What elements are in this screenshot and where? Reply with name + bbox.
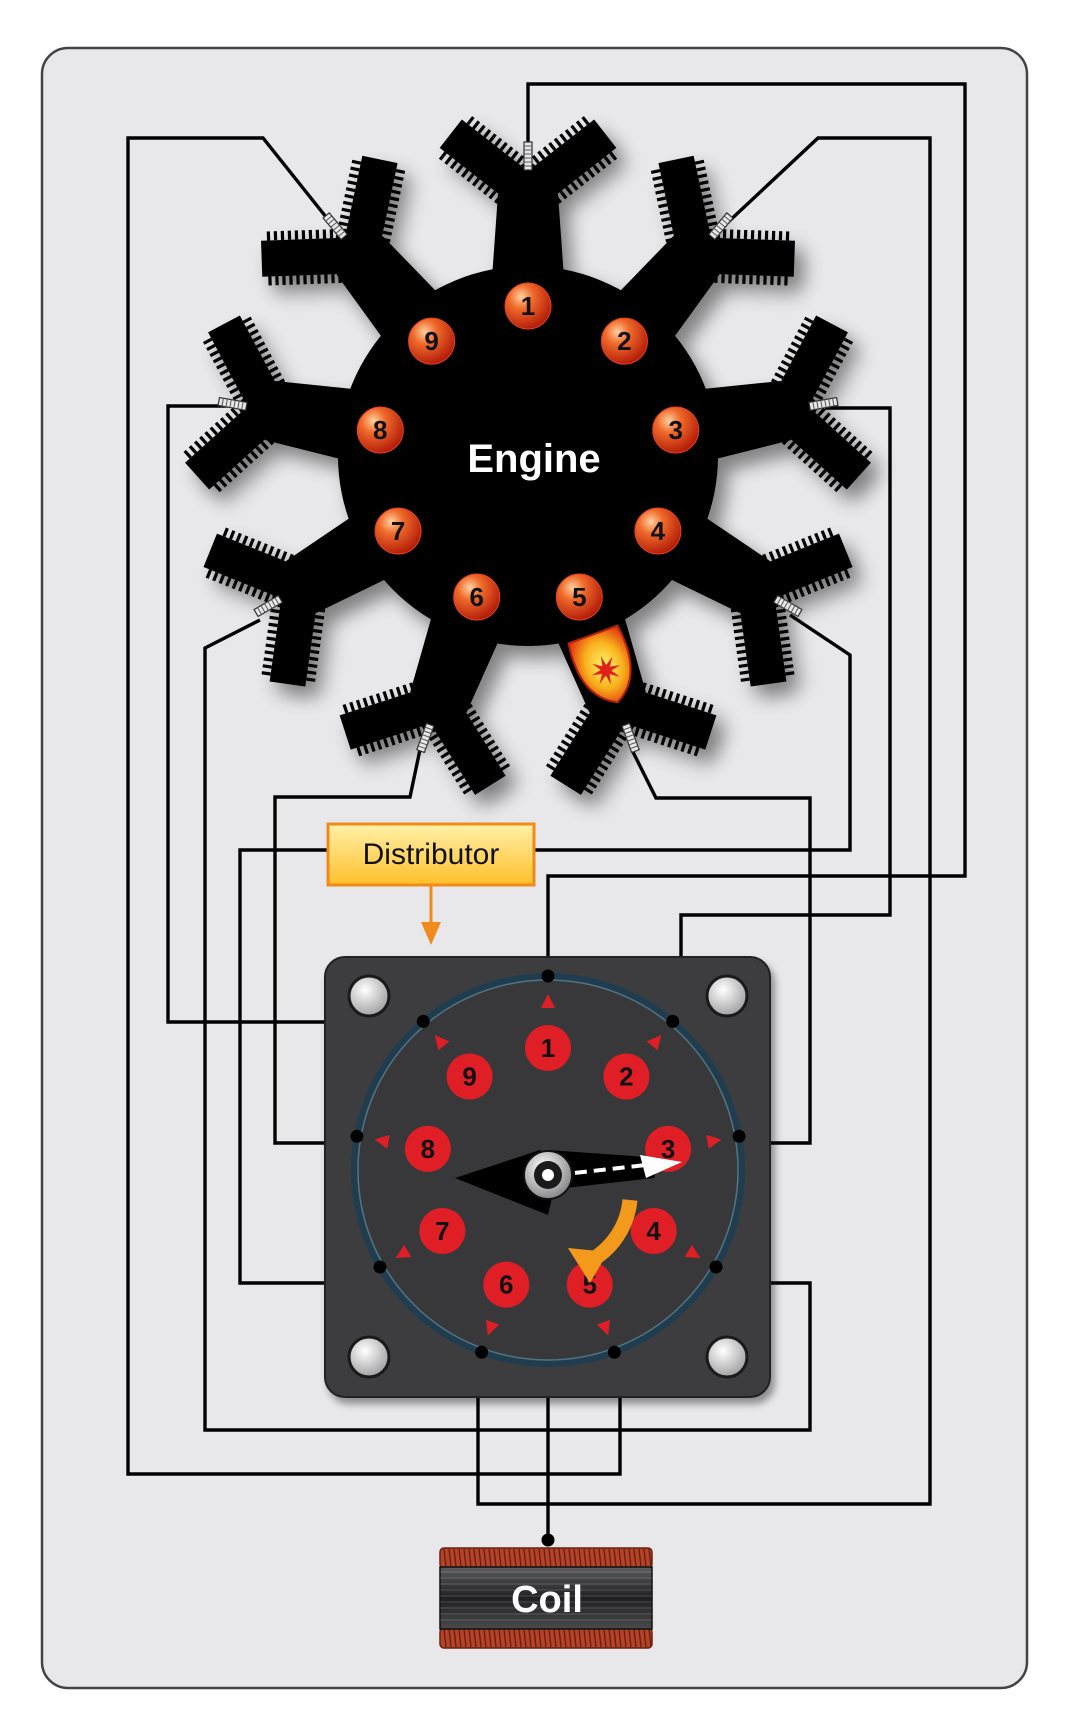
distributor-callout: Distributor [326, 822, 536, 945]
cap-terminal [416, 1014, 430, 1028]
spark-plug [621, 722, 640, 754]
contact-pointer [706, 1134, 722, 1149]
distributor-contact: 1 [525, 1025, 571, 1071]
lead-wire-cyl1 [526, 82, 967, 970]
cylinder-marker: 6 [453, 573, 503, 624]
coil-core [439, 1566, 653, 1630]
callout-arrowhead [421, 922, 441, 945]
lead-wire-cyl7 [203, 618, 812, 1432]
spark-plug [523, 141, 533, 171]
mounting-hole [347, 1335, 391, 1379]
cylinder-marker: 8 [356, 406, 407, 457]
engine-label: Engine [467, 437, 600, 481]
cylinder-number: 6 [469, 582, 483, 612]
cylinder-number: 7 [391, 516, 405, 546]
contact-pointers [374, 994, 722, 1336]
contact-number: 7 [435, 1216, 449, 1246]
rotor-path-dashed [555, 1162, 656, 1177]
lead-wire-cyl3 [679, 406, 892, 1018]
mounting-hole [705, 974, 749, 1018]
contact-pointer [646, 1035, 662, 1051]
rotor-arrowhead [640, 1155, 682, 1178]
combustion-flame [567, 624, 632, 704]
cylinder-marker: 7 [374, 507, 425, 558]
cap-terminal [607, 1345, 621, 1359]
spark-plug [808, 396, 839, 411]
distributor-contact: 8 [404, 1125, 451, 1172]
cylinder-number: 4 [651, 516, 666, 546]
cap-terminal [350, 1129, 364, 1143]
distributor-label: Distributor [363, 838, 500, 871]
spark-plug [707, 212, 734, 241]
cap-terminal [732, 1129, 746, 1143]
cylinder-number: 9 [424, 326, 438, 356]
distributor-contact: 4 [630, 1208, 677, 1254]
cap-terminal [541, 969, 555, 983]
distributor-contact: 9 [446, 1053, 493, 1100]
spark-plug [253, 594, 284, 618]
contact-number: 2 [619, 1062, 633, 1092]
cylinder-marker: 4 [634, 507, 684, 558]
distributor-rotor [455, 1150, 682, 1215]
cap-terminal [709, 1260, 723, 1274]
lead-wire-cyl8 [166, 404, 420, 1024]
contact-number: 1 [541, 1033, 555, 1063]
distributor-terminals [350, 969, 746, 1359]
cap-terminal [373, 1260, 387, 1274]
contact-number: 8 [421, 1134, 435, 1164]
spark-plug [322, 212, 349, 241]
cylinder-number: 8 [373, 415, 387, 445]
contact-pointer [684, 1244, 701, 1258]
contact-pointer [434, 1035, 450, 1051]
cap-terminal [666, 1014, 680, 1028]
cap-terminal [475, 1345, 489, 1359]
lead-wire-cyl9 [126, 136, 622, 1476]
contact-pointer [395, 1244, 412, 1258]
spark-plug [772, 594, 803, 618]
cylinder-number: 1 [521, 291, 535, 321]
cylinder-number: 5 [572, 582, 586, 612]
spark-plug [416, 722, 435, 754]
cylinder-assembly [203, 498, 418, 687]
mounting-hole [347, 974, 391, 1018]
cylinder-marker: 2 [600, 317, 651, 369]
lead-wire-cyl4 [238, 613, 852, 1285]
cylinder-marker: 3 [652, 406, 702, 457]
contact-pointer [596, 1319, 610, 1336]
cylinder-marker: 9 [408, 317, 458, 369]
contact-number: 4 [646, 1216, 661, 1246]
cylinder-number: 2 [617, 326, 631, 356]
contact-number: 9 [462, 1062, 476, 1092]
rotor-center-terminal [542, 1169, 554, 1181]
cylinder-marker: 1 [504, 282, 554, 333]
lead-wire-cyl5 [630, 749, 812, 1145]
cylinder-marker: 5 [555, 573, 606, 624]
spark-plug [217, 396, 248, 411]
coil-terminal [541, 1533, 555, 1547]
lead-wire-cyl2 [476, 136, 932, 1506]
contact-number: 3 [661, 1134, 675, 1164]
coil-laminations [440, 1571, 652, 1621]
ignition-coil: Coil [439, 1533, 653, 1649]
distributor-contact: 6 [483, 1261, 530, 1308]
coil-label: Coil [511, 1579, 583, 1621]
coil-turns [443, 1548, 652, 1648]
contact-number: 6 [499, 1270, 513, 1300]
contact-pointer [541, 994, 555, 1008]
distributor-contact: 7 [419, 1208, 466, 1254]
cylinder-markers: 1 2 3 4 5 6 7 8 9 [356, 282, 702, 624]
contact-pointer [374, 1134, 390, 1149]
rotation-arrowhead [568, 1248, 608, 1283]
distributor-contact: 2 [603, 1053, 650, 1100]
cylinder-number: 3 [668, 415, 682, 445]
spark-plugs [217, 141, 839, 754]
mounting-hole [705, 1335, 749, 1379]
contact-pointer [486, 1319, 500, 1336]
lead-wire-cyl6 [273, 739, 424, 1145]
